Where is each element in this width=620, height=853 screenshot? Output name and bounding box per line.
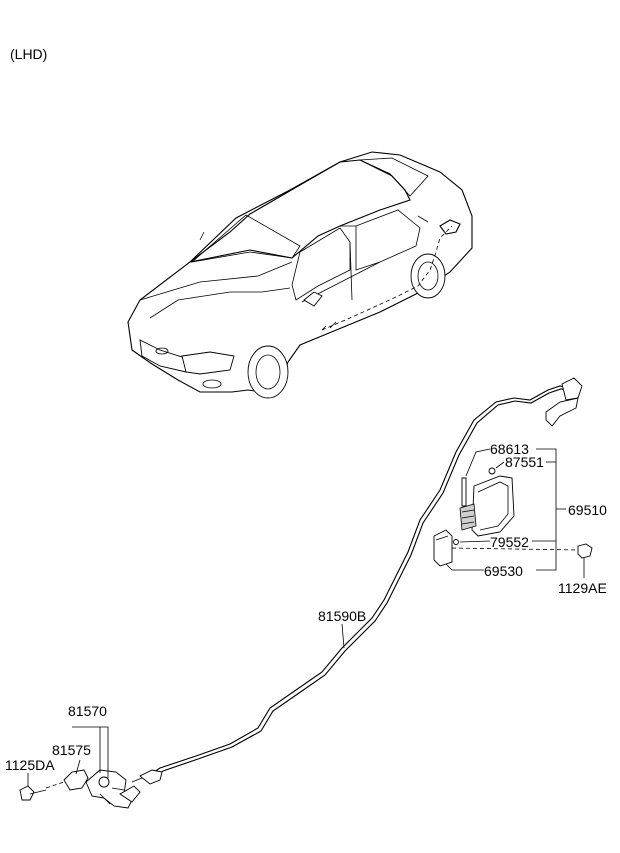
callout-81570: 81570 bbox=[68, 703, 107, 719]
car-illustration bbox=[127, 151, 473, 399]
leader-lines bbox=[27, 448, 585, 786]
callout-69530: 69530 bbox=[484, 563, 523, 579]
callout-68613: 68613 bbox=[490, 441, 529, 457]
callout-79552: 79552 bbox=[490, 534, 529, 550]
callout-81575: 81575 bbox=[52, 742, 91, 758]
callout-81590B: 81590B bbox=[318, 608, 367, 624]
callout-1125DA: 1125DA bbox=[5, 757, 55, 773]
release-lever-assembly bbox=[19, 769, 141, 809]
callout-69510: 69510 bbox=[568, 502, 607, 518]
variant-label: (LHD) bbox=[10, 46, 48, 62]
callout-87551: 87551 bbox=[505, 454, 544, 470]
callout-1129AE: 1129AE bbox=[558, 580, 607, 596]
release-cable bbox=[131, 377, 583, 785]
fuel-door-assembly bbox=[433, 467, 593, 572]
